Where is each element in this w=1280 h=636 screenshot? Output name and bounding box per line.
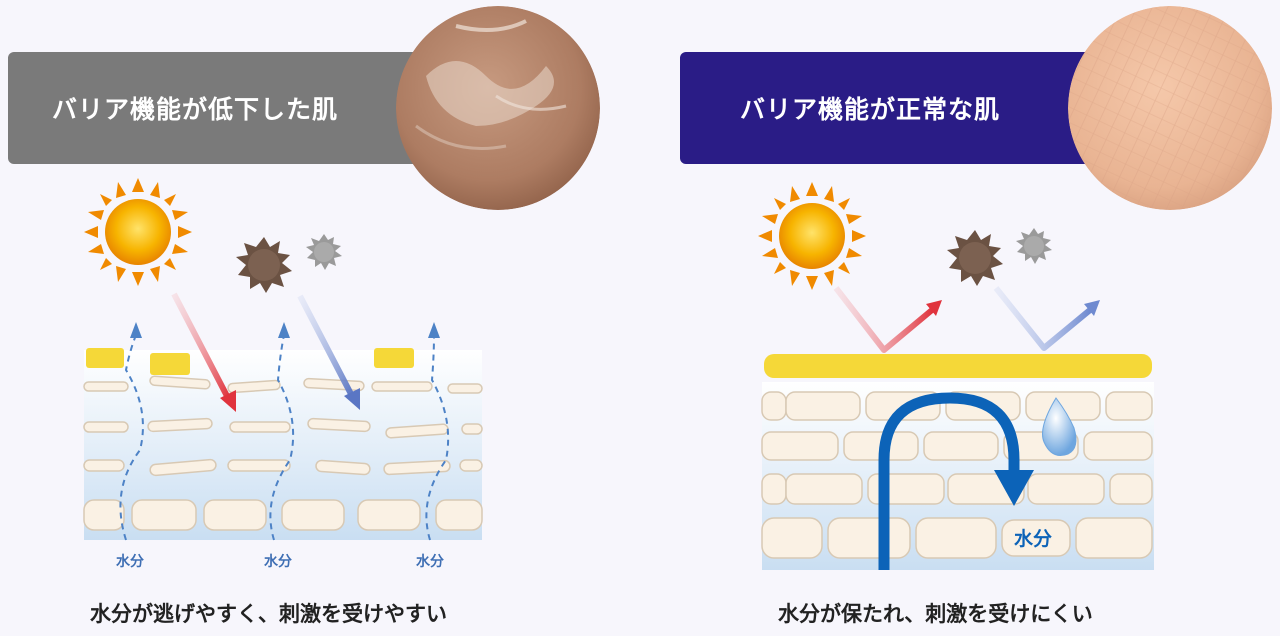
sun-icon xyxy=(758,182,866,290)
water-escape-arrowhead xyxy=(278,322,290,338)
dark-dust-particle-icon xyxy=(947,230,1003,286)
dark-dust-particle-icon xyxy=(236,237,292,293)
gray-dust-particle-icon xyxy=(1016,228,1052,264)
healthy-barrier-diagram: 水分 xyxy=(758,182,1154,570)
barrier-layer xyxy=(764,354,1152,378)
water-label: 水分 xyxy=(1014,528,1052,550)
healthy-skin-layer xyxy=(761,354,1154,570)
damaged-barrier-diagram: 水分 水分 水分 xyxy=(83,178,483,570)
damaged-barrier-panel: バリア機能が低下した肌 xyxy=(8,6,600,626)
uv-penetration-arrow xyxy=(171,292,236,412)
water-label: 水分 xyxy=(264,553,292,570)
damaged-skin-banner: バリア機能が低下した肌 xyxy=(8,52,438,164)
uv-reflection-arrow xyxy=(833,286,942,353)
water-cell xyxy=(1001,519,1071,557)
sun-icon xyxy=(84,178,192,286)
damaged-skin-title: バリア機能が低下した肌 xyxy=(52,95,339,124)
healthy-skin-banner: バリア機能が正常な肌 xyxy=(680,52,1120,164)
healthy-skin-title: バリア機能が正常な肌 xyxy=(740,95,1001,124)
barrier-fragment xyxy=(374,348,414,368)
dust-penetration-arrow xyxy=(297,294,360,410)
dust-reflection-arrow xyxy=(993,286,1100,351)
barrier-fragment xyxy=(86,348,124,368)
gray-dust-particle-icon xyxy=(306,234,342,270)
healthy-barrier-panel: バリア機能が正常な肌 xyxy=(640,0,1280,636)
water-label: 水分 xyxy=(416,553,444,570)
water-drop-icon xyxy=(1042,397,1077,456)
water-escape-arrowhead xyxy=(130,322,142,338)
dry-skin-photo xyxy=(396,6,600,210)
water-label: 水分 xyxy=(116,553,144,570)
water-escape-paths xyxy=(119,334,450,541)
barrier-fragment xyxy=(150,353,190,375)
damaged-skin-layer xyxy=(83,348,483,540)
damaged-skin-caption: 水分が逃げやすく、刺激を受けやすい xyxy=(90,602,447,626)
water-retention-arrow xyxy=(878,392,1034,570)
healthy-skin-caption: 水分が保たれ、刺激を受けにくい xyxy=(778,602,1093,626)
water-escape-arrowhead xyxy=(428,322,440,338)
healthy-skin-photo xyxy=(1068,6,1272,210)
